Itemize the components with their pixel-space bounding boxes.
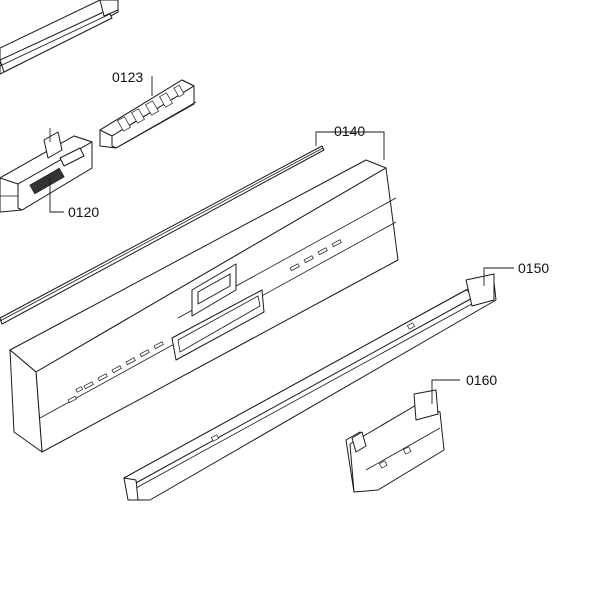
part-0140-control-panel [9, 159, 399, 453]
label-0120: 0120 [68, 204, 99, 220]
leader-0160 [431, 379, 460, 404]
part-0123-connector-block [99, 79, 197, 149]
part-0150-bracket-rail [123, 273, 497, 501]
leader-0140 [315, 131, 385, 160]
label-0160: 0160 [466, 372, 497, 388]
part-0120-control-module [0, 128, 93, 213]
label-0150: 0150 [518, 260, 549, 276]
leader-0120 [49, 178, 64, 213]
label-0140: 0140 [334, 123, 365, 139]
top-rail-part [0, 0, 119, 75]
part-0160-bracket-clip [345, 389, 445, 493]
leader-0150 [483, 267, 514, 286]
trim-strip-part [0, 145, 325, 325]
label-0123: 0123 [112, 69, 143, 85]
